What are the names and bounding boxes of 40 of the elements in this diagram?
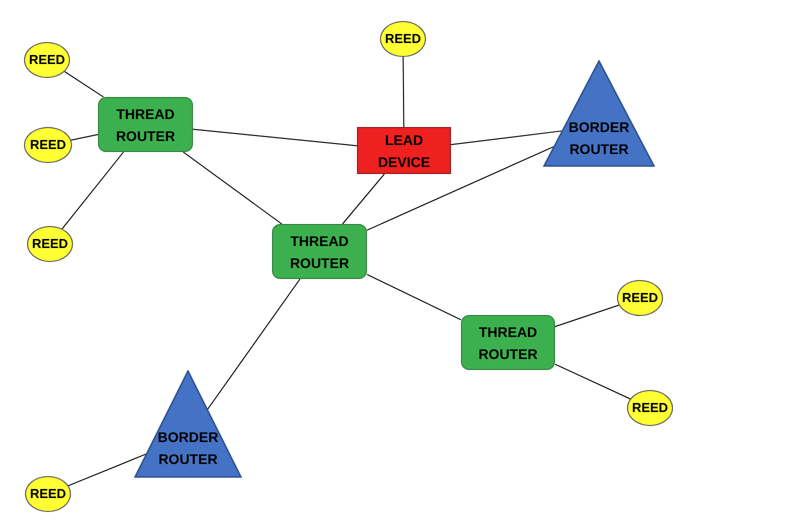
connector-line: [62, 152, 124, 230]
ellipse-node: [27, 226, 73, 262]
router-box: [98, 97, 193, 152]
node-label: REED: [384, 30, 422, 48]
ellipse-node: [25, 476, 71, 512]
connector-line: [366, 274, 462, 320]
connector-line: [366, 146, 554, 231]
connector-line: [554, 364, 631, 400]
node-label: REED: [28, 51, 66, 69]
node-label: THREAD ROUTER: [288, 232, 350, 272]
ellipse-node: [627, 390, 673, 426]
node-label: THREAD ROUTER: [114, 104, 176, 146]
node-label: REED: [30, 485, 66, 503]
router-box: [272, 224, 367, 279]
triangle-node: [543, 60, 655, 167]
connector-line: [342, 174, 385, 224]
node-label: THREAD ROUTER: [477, 322, 539, 364]
node-label: REED: [622, 289, 658, 307]
connector-line: [450, 130, 562, 146]
connector-line: [68, 454, 146, 486]
connector-line: [64, 71, 104, 98]
node-label: REED: [32, 235, 68, 253]
connector-line: [182, 152, 282, 224]
node-label: REED: [30, 136, 66, 154]
router-box: [461, 315, 555, 370]
node-label: BORDER ROUTER: [156, 428, 220, 470]
ellipse-node: [380, 21, 426, 57]
connector-line: [402, 56, 404, 128]
ellipse-node: [617, 280, 663, 316]
connector-line: [192, 128, 358, 146]
node-label: BORDER ROUTER: [568, 118, 630, 159]
connector-line: [207, 278, 300, 410]
device-box: [357, 127, 451, 174]
node-label: LEAD DEVICE: [376, 130, 432, 172]
triangle-node: [134, 370, 242, 478]
ellipse-node: [24, 42, 70, 78]
ellipse-node: [24, 127, 72, 163]
node-label: REED: [632, 399, 668, 417]
connector-line: [70, 134, 98, 141]
connector-line: [554, 304, 620, 328]
